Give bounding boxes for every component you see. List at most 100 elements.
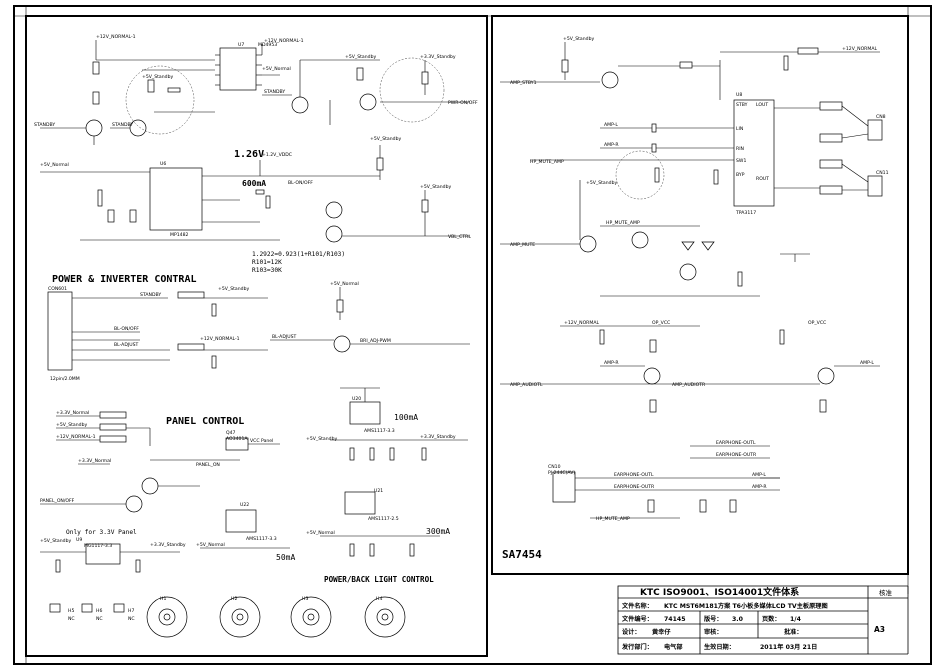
r-r47: [421, 199, 429, 213]
q-bl-adjust: [333, 335, 351, 353]
u8-label: U8: [736, 92, 742, 98]
reg-33v-standby: +3.3V_Standby: [420, 434, 456, 440]
c-c24: [654, 167, 660, 183]
dcdc-section: 1.26V 600mA +5V_Normal U6 MP1482 +1.2V_V…: [40, 136, 471, 274]
l-bead-pc-3: [99, 435, 127, 443]
u8-pin-stby: STBY: [736, 102, 748, 108]
right-panel: +5V_Standby AMP_STBY1 +12V_NORMAL U8 TPA…: [500, 36, 889, 561]
l-bead-amp: [797, 47, 819, 55]
l-bead-2: [177, 343, 205, 351]
hp-mute-amp-net: HP_MUTE_AMP: [530, 159, 564, 165]
l-l12: [819, 133, 843, 143]
file-name-value: KTC MST6M181方案 T6小板多媒体LCD TV主板原理图: [664, 602, 828, 610]
r-r43: [336, 299, 344, 313]
hole-h1-label: H1: [160, 596, 166, 602]
c-reg-2: [369, 447, 375, 461]
c-reg-3: [389, 447, 395, 461]
r-r22: [679, 61, 693, 69]
formula-line-3: R103=30K: [252, 267, 282, 274]
amp-section: +5V_Standby AMP_STBY1 +12V_NORMAL U8 TPA…: [500, 36, 889, 297]
jack-hp-mute: HP_MUTE_AMP: [596, 516, 630, 522]
r-r705: [819, 399, 827, 413]
hole-h3: H3: [290, 596, 332, 638]
cn-5v-standby: +5V_Standby: [218, 286, 249, 292]
jack-earphone-outr: EARPHONE-OUTR: [614, 484, 655, 490]
cn-bl-adjust-net: BL-ADJUST: [114, 342, 138, 348]
c-c17: [651, 123, 657, 133]
u8-pin-rin: RIN: [736, 146, 744, 152]
c-reg-6: [369, 543, 375, 557]
amp-r-net: AMP-R: [604, 142, 619, 148]
u7-label: U7: [238, 42, 244, 48]
mute-5v-standby: +5V_Standby: [586, 180, 617, 186]
file-no-value: 74145: [664, 616, 686, 623]
c-c23: [167, 87, 181, 93]
right-panel-frame: [491, 15, 909, 575]
r-r606: [649, 339, 657, 353]
l-bead-pc-2: [99, 423, 127, 431]
q7-transistor: [631, 231, 649, 249]
pages-label: 页数：: [762, 615, 781, 623]
q47-type: AO3401A: [226, 436, 248, 442]
dcdc-standby-net-2: +5V_Standby: [420, 184, 451, 190]
r-r411: [699, 499, 707, 513]
c-reg-7: [409, 543, 415, 557]
c-ca138: [211, 303, 217, 317]
hp-amp-r-net: AMP-R: [604, 360, 619, 366]
hole-h6-label: H6: [96, 608, 102, 614]
highlight-circle-3: [615, 150, 665, 200]
version-label: 版号：: [703, 615, 723, 623]
regulator-current-1: 100mA: [394, 413, 418, 422]
q5-transistor: [601, 71, 619, 89]
u9-label: U9: [76, 537, 82, 543]
title-block-frame: [617, 585, 869, 655]
q47-label: Q47: [226, 430, 236, 436]
cn-bl-on-off-net: BL-ON/OFF: [114, 326, 139, 332]
highlight-circle-2: [379, 57, 445, 123]
dcdc-standby-net: +5V_Standby: [370, 136, 401, 142]
u8-type: TPA3117: [735, 210, 756, 216]
amp-mute-net: AMP_MUTE: [510, 242, 535, 248]
section-title-power-inverter: POWER & INVERTER CONTRAL: [52, 274, 197, 285]
standby-net-left: STANDBY: [34, 122, 55, 128]
amp-l-net: AMP-L: [604, 122, 618, 128]
u20-regulator: [349, 401, 381, 425]
cn-standby-net: STANDBY: [140, 292, 161, 298]
amp-5v-standby: +5V_Standby: [563, 36, 594, 42]
pages-value: 1/4: [790, 616, 802, 623]
title-text: KTC ISO9001、ISO14001文件体系: [640, 586, 799, 598]
net-12v-normal-1: +12V_NORMAL-1: [96, 34, 136, 40]
cn8-connector: [867, 119, 883, 141]
reg-5v-standby: +5V_Standby: [306, 436, 337, 442]
hp-amp-section: +12V_NORMAL OP_VCC AMP_AUDIOTL AMP-R OP_…: [500, 320, 880, 413]
hole-h7-nc: NC: [128, 616, 135, 622]
hole-h5-label: H5: [68, 608, 74, 614]
c-c210: [783, 55, 789, 71]
hp-12v-normal: +12V_NORMAL: [564, 320, 599, 326]
r-r55: [92, 61, 100, 75]
c-ca101: [265, 195, 271, 209]
u7-5v-net: +5V_Normal: [262, 66, 291, 72]
cn11-label: CN11: [876, 170, 889, 176]
u22-type: AMS1117-3.3: [246, 536, 277, 542]
c-reg-4: [421, 447, 427, 461]
design-label: 设计：: [622, 628, 641, 636]
l-bead-1: [177, 291, 205, 299]
pc-5v-standby: +5V_Standby: [56, 422, 87, 428]
cn10-jack: [552, 471, 576, 503]
hole-h4: H4: [364, 596, 406, 638]
c-c14: [651, 143, 657, 153]
c-c102: [255, 189, 265, 195]
jack-earphone-outl: EARPHONE-OUTL: [614, 472, 654, 478]
standby-net-right: STANDBY: [264, 89, 285, 95]
c-hp-1: [599, 329, 605, 345]
diode-d5: [701, 241, 715, 251]
r-r410: [729, 499, 737, 513]
file-name-label: 文件名称：: [622, 602, 653, 610]
voltage-annotation: 1.26V: [234, 149, 264, 160]
c-ca3: [737, 271, 743, 287]
l-l14: [819, 185, 843, 195]
earphone-outr-net: EARPHONE-OUTR: [716, 452, 757, 458]
q70-transistor: [325, 225, 343, 243]
